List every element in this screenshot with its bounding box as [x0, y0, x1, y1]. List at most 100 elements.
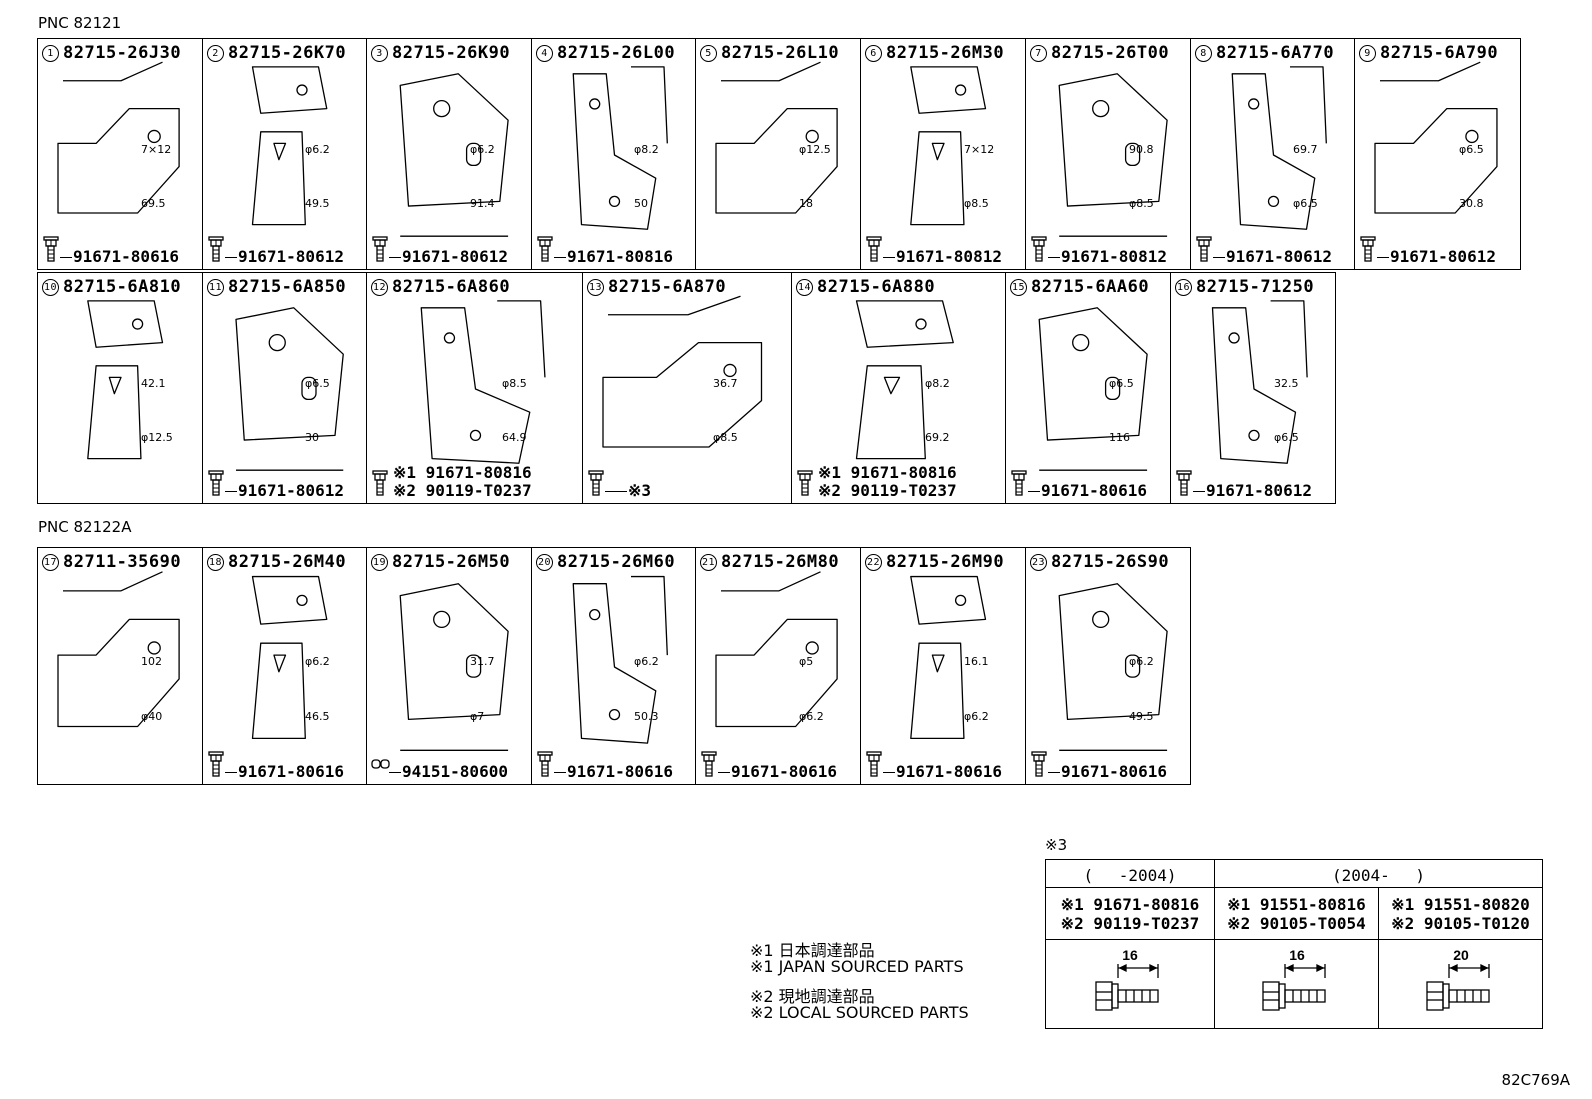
bracket-drawing: [1211, 300, 1308, 464]
fastener-part-number: 91671-80616: [896, 762, 1002, 781]
dimension-label: 32.5: [1274, 377, 1299, 390]
part-number: 82715-26M80: [721, 552, 840, 572]
fastener-callout: 91671-80612: [1359, 236, 1496, 266]
bracket-drawing: [572, 575, 668, 744]
item-number: 10: [42, 278, 59, 296]
bracket-drawing: [87, 300, 164, 460]
dimension-label: φ8.2: [925, 377, 950, 390]
table3-col2-head: (2004- ): [1214, 859, 1543, 888]
fastener-callout: ※1 91671-80816※2 90119-T0237: [796, 464, 957, 500]
bracket-drawing: [855, 300, 954, 460]
part-number: 82715-6A860: [392, 277, 511, 297]
item-number: 21: [700, 553, 717, 571]
fastener-callout: 91671-80612: [1195, 236, 1332, 266]
part-number: 82715-26M90: [886, 552, 1005, 572]
item-number: 23: [1030, 553, 1047, 571]
fastener-callout: 91671-80616: [207, 751, 344, 781]
part-number: 82715-6AA60: [1031, 277, 1150, 297]
table3-c3-l2: ※2 90105-T0120: [1391, 913, 1530, 933]
dimension-label: φ12.5: [141, 431, 173, 444]
item-number: 14: [796, 278, 813, 296]
dimension-label: φ8.5: [1129, 197, 1154, 210]
table3-bolt-2: 16: [1214, 939, 1379, 1029]
dimension-label: 30.8: [1459, 197, 1484, 210]
dimension-label: 18: [799, 197, 813, 210]
part-number: 82715-26L10: [721, 43, 840, 63]
item-number: 11: [207, 278, 224, 296]
item-number: 6: [865, 44, 882, 62]
dimension-label: 90.8: [1129, 143, 1154, 156]
bolt-icon: [207, 236, 229, 266]
part-number: 82715-6A880: [817, 277, 936, 297]
dimension-label: φ40: [141, 710, 163, 723]
bolt-length-1: 16: [1122, 947, 1138, 963]
part-number: 82715-26K70: [228, 43, 347, 63]
dimension-label: φ6.5: [1109, 377, 1134, 390]
table3-cell-1: ※1 91671-80816※2 90119-T0237: [1045, 887, 1215, 940]
fastener-part-number: 91671-80612: [238, 481, 344, 500]
bolt-icon: [1030, 236, 1052, 266]
bolt-icon: [207, 470, 229, 500]
item-number: 2: [207, 44, 224, 62]
dimension-label: φ5: [799, 655, 814, 668]
bracket-drawing: [602, 295, 763, 448]
item-number: 9: [1359, 44, 1376, 62]
bolt-drawing-3: 20: [1425, 947, 1490, 1011]
fastener-callout: 91671-80616: [700, 751, 837, 781]
dimension-label: φ6.2: [305, 655, 330, 668]
fastener-callout: ※1 91671-80816※2 90119-T0237: [371, 464, 532, 500]
item-number: 3: [371, 44, 388, 62]
bracket-drawing: [572, 66, 668, 230]
item-number: 22: [865, 553, 882, 571]
dimension-label: 31.7: [470, 655, 495, 668]
item-number: 12: [371, 278, 388, 296]
dimension-label: 42.1: [141, 377, 166, 390]
bracket-drawing: [399, 73, 509, 237]
fastener-part-number: 91671-80612: [1226, 247, 1332, 266]
dimension-label: 69.7: [1293, 143, 1318, 156]
fastener-part-number: 91671-80812: [1061, 247, 1167, 266]
part-number: 82715-26M40: [228, 552, 347, 572]
dimension-label: φ6.5: [1274, 431, 1299, 444]
dimension-label: φ8.5: [713, 431, 738, 444]
part-number: 82715-26M60: [557, 552, 676, 572]
dimension-label: φ6.5: [305, 377, 330, 390]
dimension-label: φ6.2: [634, 655, 659, 668]
dimension-label: φ6.5: [1293, 197, 1318, 210]
dimension-label: 50: [634, 197, 648, 210]
table3-cell-3: ※1 91551-80820※2 90105-T0120: [1378, 887, 1543, 940]
item-number: 15: [1010, 278, 1027, 296]
fastener-part-number: ※1 91671-80816: [393, 463, 532, 482]
fastener-part-number: 91671-80616: [238, 762, 344, 781]
fastener-part-number: 94151-80600: [402, 762, 508, 781]
note-2-en: ※2 LOCAL SOURCED PARTS: [750, 1003, 969, 1022]
table3-c3-l1: ※1 91551-80820: [1391, 894, 1530, 914]
item-number: 7: [1030, 44, 1047, 62]
bracket-drawing: [251, 575, 328, 740]
dimension-label: φ7: [470, 710, 485, 723]
